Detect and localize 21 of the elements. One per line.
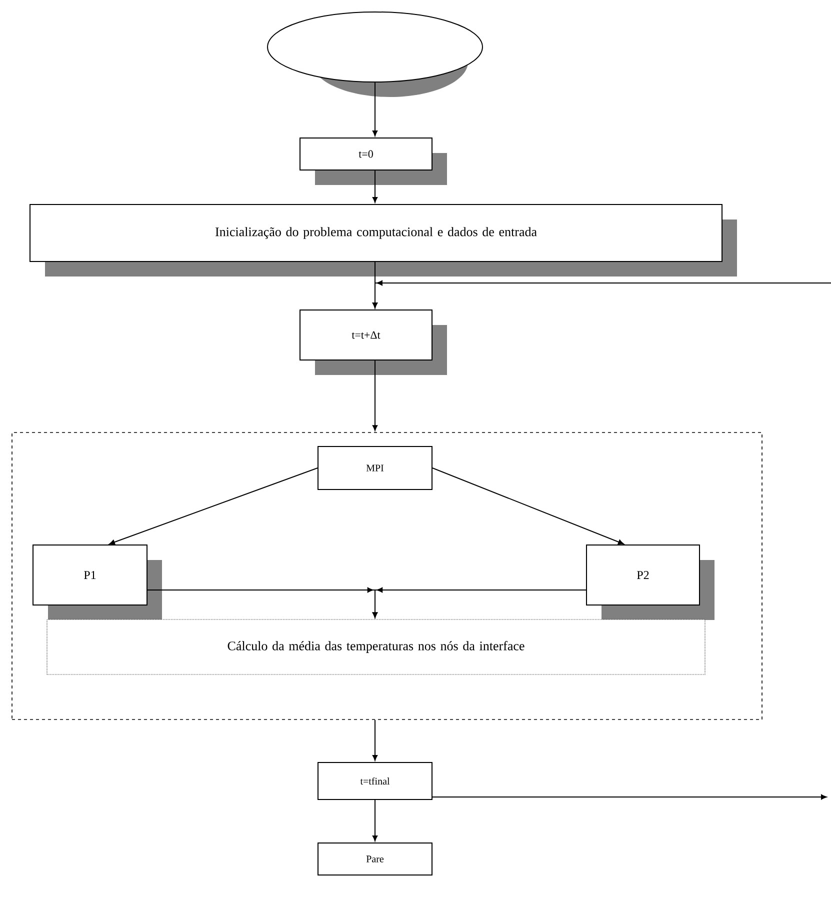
terminal-ellipse (267, 12, 483, 97)
process-box: t=0 (300, 138, 447, 185)
arrow (372, 719, 378, 761)
dotted-box: Cálculo da média das temperaturas nos nós da interface (46, 619, 706, 675)
arrow (372, 360, 378, 431)
arrow (372, 587, 586, 618)
process-box: MPI (318, 446, 432, 490)
arrow (109, 468, 318, 545)
process-box: Inicialização do problema computacional e dados de entrada (30, 204, 737, 276)
process-box: Pare (318, 842, 432, 876)
arrow (372, 800, 378, 842)
arrow (432, 468, 624, 545)
process-box: P2 (586, 544, 714, 620)
arrow (372, 82, 378, 136)
group-frame (12, 432, 762, 720)
arrow (372, 280, 831, 308)
arrow (432, 794, 827, 800)
process-box: t=t+Δt (300, 310, 447, 375)
arrow (372, 170, 378, 203)
process-box: P1 (32, 544, 162, 620)
process-box: t=tfinal (318, 762, 432, 800)
